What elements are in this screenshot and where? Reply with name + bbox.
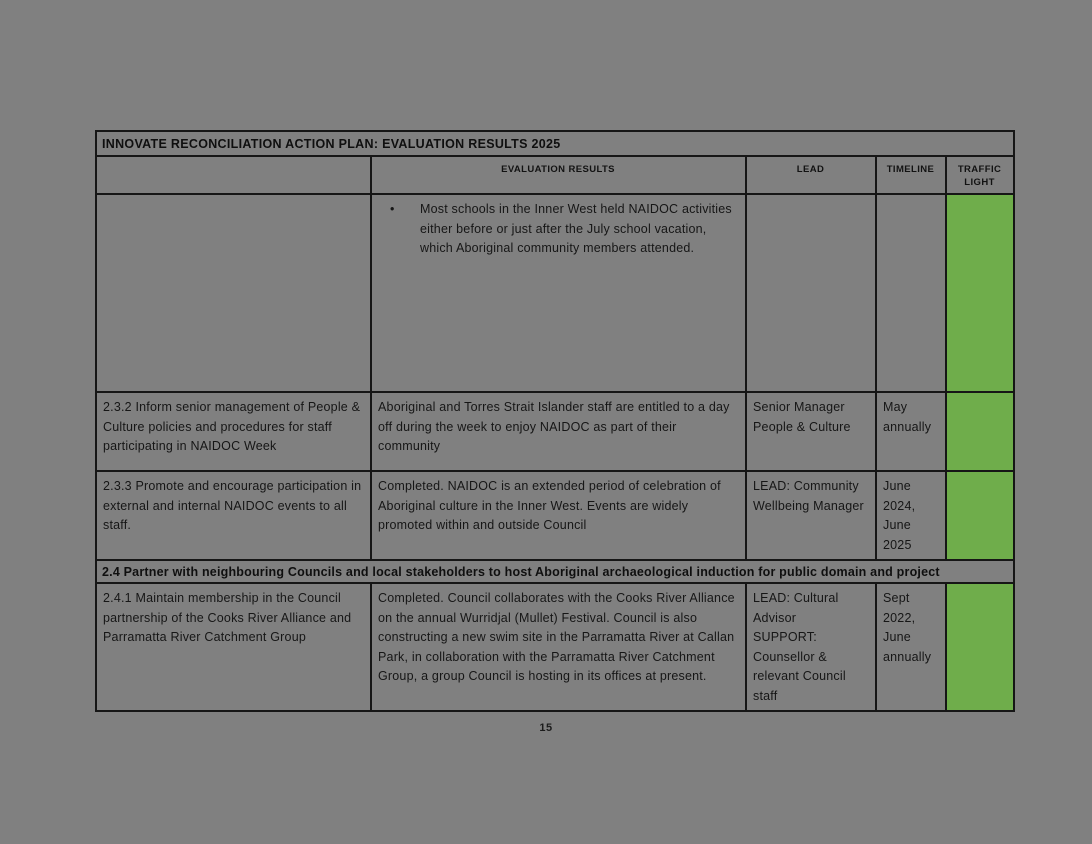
lead-line: Counsellor & relevant Council staff	[753, 649, 846, 703]
lead-line: SUPPORT:	[753, 630, 817, 644]
table-row: 2.3.2 Inform senior management of People…	[95, 391, 1016, 472]
evaluation-cell: Aboriginal and Torres Strait Islander st…	[370, 391, 747, 472]
bullet-list-item: • Most schools in the Inner West held NA…	[390, 200, 738, 259]
evaluation-cell: • Most schools in the Inner West held NA…	[370, 193, 747, 393]
bullet-text: Most schools in the Inner West held NAID…	[420, 202, 732, 255]
traffic-light-green-cell	[944, 470, 1016, 561]
action-cell: 2.4.1 Maintain membership in the Council…	[95, 582, 372, 712]
table-title: INNOVATE RECONCILIATION ACTION PLAN: EVA…	[94, 130, 1016, 157]
traffic-light-green-cell	[944, 582, 1016, 712]
section-heading: 2.4 Partner with neighbouring Councils a…	[94, 559, 1016, 584]
evaluation-results-table: INNOVATE RECONCILIATION ACTION PLAN: EVA…	[94, 130, 1016, 712]
evaluation-cell: Completed. NAIDOC is an extended period …	[370, 470, 747, 561]
section-heading-row: 2.4 Partner with neighbouring Councils a…	[94, 559, 1016, 584]
lead-cell: LEAD: Cultural Advisor SUPPORT: Counsell…	[745, 582, 877, 712]
header-evaluation-results: EVALUATION RESULTS	[370, 155, 747, 195]
action-cell: 2.3.3 Promote and encourage participatio…	[95, 470, 372, 561]
timeline-cell: Sept 2022, June annually	[875, 582, 947, 712]
page-number: 15	[539, 722, 553, 734]
lead-cell	[745, 193, 877, 393]
bullet-icon: •	[390, 202, 395, 216]
timeline-cell: May annually	[875, 391, 947, 472]
traffic-light-green-cell	[944, 193, 1016, 393]
action-cell	[95, 193, 372, 393]
timeline-cell: June 2024, June 2025	[875, 470, 947, 561]
header-lead: LEAD	[745, 155, 877, 195]
table-header-row: EVALUATION RESULTS LEAD TIMELINE TRAFFIC…	[95, 155, 1016, 195]
header-traffic-light: TRAFFIC LIGHT	[944, 155, 1016, 195]
lead-line: LEAD: Cultural Advisor	[753, 591, 839, 625]
header-timeline: TIMELINE	[875, 155, 947, 195]
evaluation-cell: Completed. Council collaborates with the…	[370, 582, 747, 712]
timeline-cell	[875, 193, 947, 393]
action-cell: 2.3.2 Inform senior management of People…	[95, 391, 372, 472]
lead-cell: Senior Manager People & Culture	[745, 391, 877, 472]
lead-cell: LEAD: Community Wellbeing Manager	[745, 470, 877, 561]
traffic-light-green-cell	[944, 391, 1016, 472]
table-row: 2.3.3 Promote and encourage participatio…	[95, 470, 1016, 561]
header-action	[95, 155, 372, 195]
table-row: 2.4.1 Maintain membership in the Council…	[95, 582, 1016, 712]
table-row: • Most schools in the Inner West held NA…	[95, 193, 1016, 393]
table-title-row: INNOVATE RECONCILIATION ACTION PLAN: EVA…	[94, 130, 1016, 157]
